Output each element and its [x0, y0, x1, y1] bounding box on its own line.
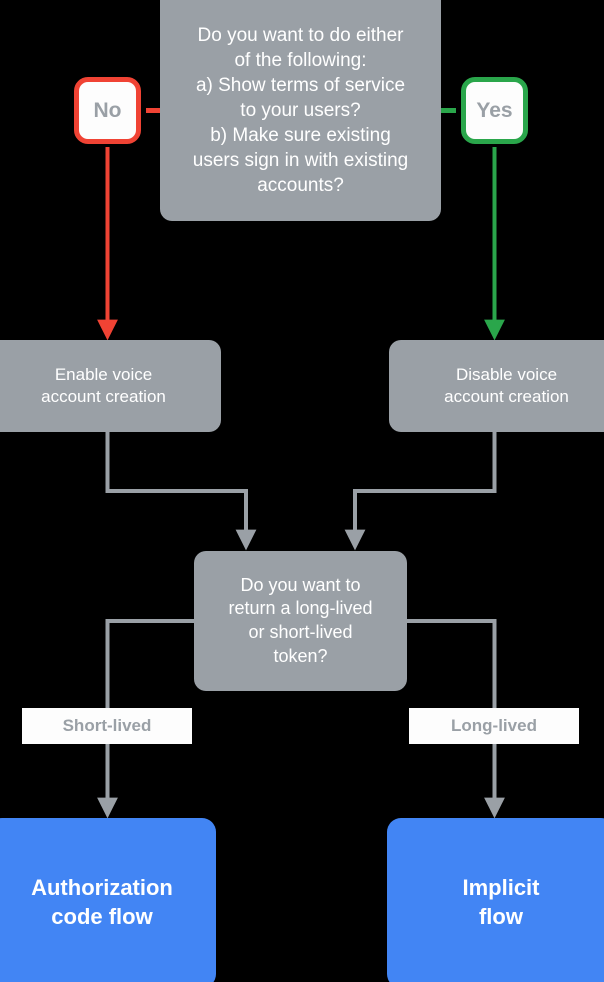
process-node-disable-voice-account-creation: Disable voice account creation [389, 340, 604, 432]
answer-no-label: No [93, 98, 122, 122]
edge-label-long-lived-text: Long-lived [451, 716, 537, 735]
terminal-node-implicit-flow: Implicit flow [387, 818, 604, 982]
answer-node-yes[interactable]: Yes [461, 77, 528, 144]
edge-disable-voice-to-decision-bottom [344, 432, 497, 551]
answer-node-no[interactable]: No [74, 77, 141, 144]
decision-top-text: Do you want to do either of the followin… [192, 24, 409, 197]
decision-bottom-text: Do you want to return a long-lived or sh… [228, 574, 373, 666]
answer-yes-label: Yes [476, 98, 513, 122]
edge-label-short-lived-text: Short-lived [62, 716, 152, 735]
decision-node-terms-and-existing-users: Do you want to do either of the followin… [160, 0, 441, 221]
authorization-code-flow-text: Authorization code flow [31, 875, 173, 929]
terminal-node-authorization-code-flow: Authorization code flow [0, 818, 216, 982]
edge-enable-voice-to-decision-bottom [105, 432, 257, 551]
process-node-enable-voice-account-creation: Enable voice account creation [0, 340, 221, 432]
implicit-flow-text: Implicit flow [462, 875, 540, 929]
edge-label-long-lived: Long-lived [409, 708, 579, 744]
disable-voice-text: Disable voice account creation [444, 364, 569, 406]
enable-voice-text: Enable voice account creation [41, 364, 166, 406]
decision-node-token-lifetime: Do you want to return a long-lived or sh… [194, 551, 407, 691]
edge-label-short-lived: Short-lived [22, 708, 192, 744]
